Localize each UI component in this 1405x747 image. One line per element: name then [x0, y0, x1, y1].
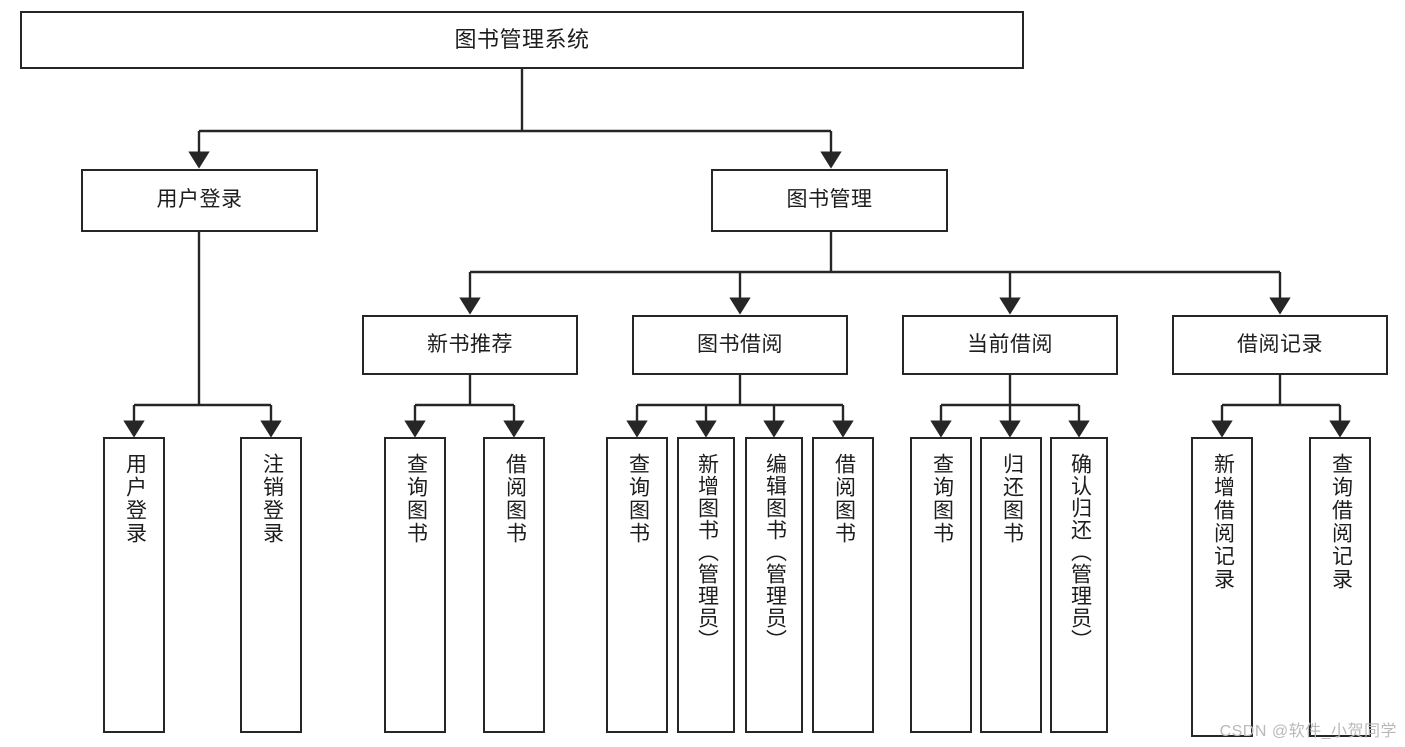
- node-leaf-borrow-book-1-label: 借阅图书: [503, 453, 527, 545]
- node-book-borrow[interactable]: 图书借阅: [632, 315, 848, 375]
- node-leaf-query-book-2-label: 查询图书: [626, 453, 650, 545]
- node-leaf-confirm-return[interactable]: 确认归还（管理员）: [1050, 437, 1108, 733]
- node-leaf-borrow-book-1[interactable]: 借阅图书: [483, 437, 545, 733]
- node-user-login[interactable]: 用户登录: [81, 169, 318, 232]
- node-book-borrow-label: 图书借阅: [697, 332, 783, 356]
- node-leaf-add-record[interactable]: 新增借阅记录: [1191, 437, 1253, 737]
- node-leaf-borrow-book-2-label: 借阅图书: [832, 453, 856, 545]
- node-leaf-query-record-label: 查询借阅记录: [1329, 453, 1353, 591]
- node-leaf-query-book-1-label: 查询图书: [404, 453, 428, 545]
- node-leaf-confirm-return-label: 确认归还（管理员）: [1068, 453, 1092, 651]
- node-leaf-query-book-3[interactable]: 查询图书: [910, 437, 972, 733]
- node-leaf-query-book-3-label: 查询图书: [930, 453, 954, 545]
- node-book-manage[interactable]: 图书管理: [711, 169, 948, 232]
- node-leaf-add-record-label: 新增借阅记录: [1211, 453, 1235, 591]
- node-leaf-return-book[interactable]: 归还图书: [980, 437, 1042, 733]
- node-leaf-edit-book-label: 编辑图书（管理员）: [763, 453, 787, 651]
- node-leaf-borrow-book-2[interactable]: 借阅图书: [812, 437, 874, 733]
- node-leaf-user-logout[interactable]: 注销登录: [240, 437, 302, 733]
- node-leaf-user-login[interactable]: 用户登录: [103, 437, 165, 733]
- node-borrow-record-label: 借阅记录: [1237, 332, 1323, 356]
- watermark: CSDN @软件_小贺同学: [1219, 723, 1397, 740]
- node-current-borrow[interactable]: 当前借阅: [902, 315, 1118, 375]
- node-root[interactable]: 图书管理系统: [20, 11, 1024, 69]
- node-book-manage-label: 图书管理: [786, 188, 873, 212]
- node-root-label: 图书管理系统: [454, 27, 590, 53]
- node-new-book-rec-label: 新书推荐: [427, 332, 513, 356]
- node-leaf-query-record[interactable]: 查询借阅记录: [1309, 437, 1371, 737]
- node-leaf-add-book-label: 新增图书（管理员）: [695, 453, 719, 651]
- node-leaf-query-book-1[interactable]: 查询图书: [384, 437, 446, 733]
- node-new-book-rec[interactable]: 新书推荐: [362, 315, 578, 375]
- node-borrow-record[interactable]: 借阅记录: [1172, 315, 1388, 375]
- node-leaf-query-book-2[interactable]: 查询图书: [606, 437, 668, 733]
- node-leaf-user-logout-label: 注销登录: [260, 453, 284, 545]
- node-leaf-user-login-label: 用户登录: [123, 453, 147, 545]
- node-current-borrow-label: 当前借阅: [967, 332, 1053, 356]
- node-leaf-add-book[interactable]: 新增图书（管理员）: [677, 437, 735, 733]
- node-user-login-label: 用户登录: [156, 188, 243, 212]
- node-leaf-return-book-label: 归还图书: [1000, 453, 1024, 545]
- node-leaf-edit-book[interactable]: 编辑图书（管理员）: [745, 437, 803, 733]
